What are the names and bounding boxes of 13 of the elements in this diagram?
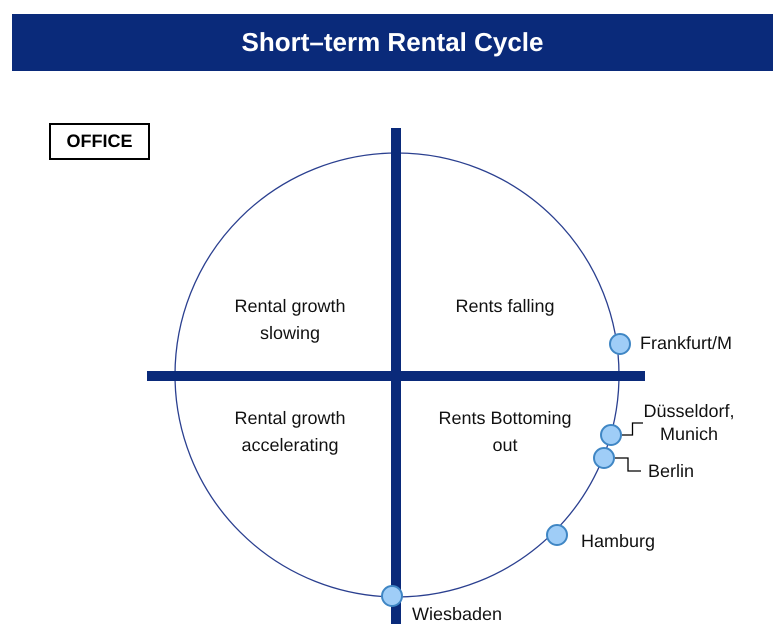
category-box: OFFICE — [49, 123, 150, 160]
city-label: Hamburg — [581, 530, 656, 553]
quadrant-label: Rental growth accelerating — [233, 407, 347, 457]
leader-line — [615, 457, 641, 472]
leader-line — [622, 422, 643, 436]
quadrant-label: Rental growth slowing — [233, 295, 347, 345]
city-label: Wiesbaden — [412, 603, 502, 624]
city-label: Berlin — [641, 460, 701, 483]
title: Short–term Rental Cycle — [242, 26, 544, 59]
quadrant-label: Rents falling — [454, 295, 556, 318]
city-label: Frankfurt/M — [640, 332, 732, 355]
quadrant-label: Rents Bottoming out — [437, 407, 573, 457]
city-label: Düsseldorf, Munich — [643, 400, 735, 446]
